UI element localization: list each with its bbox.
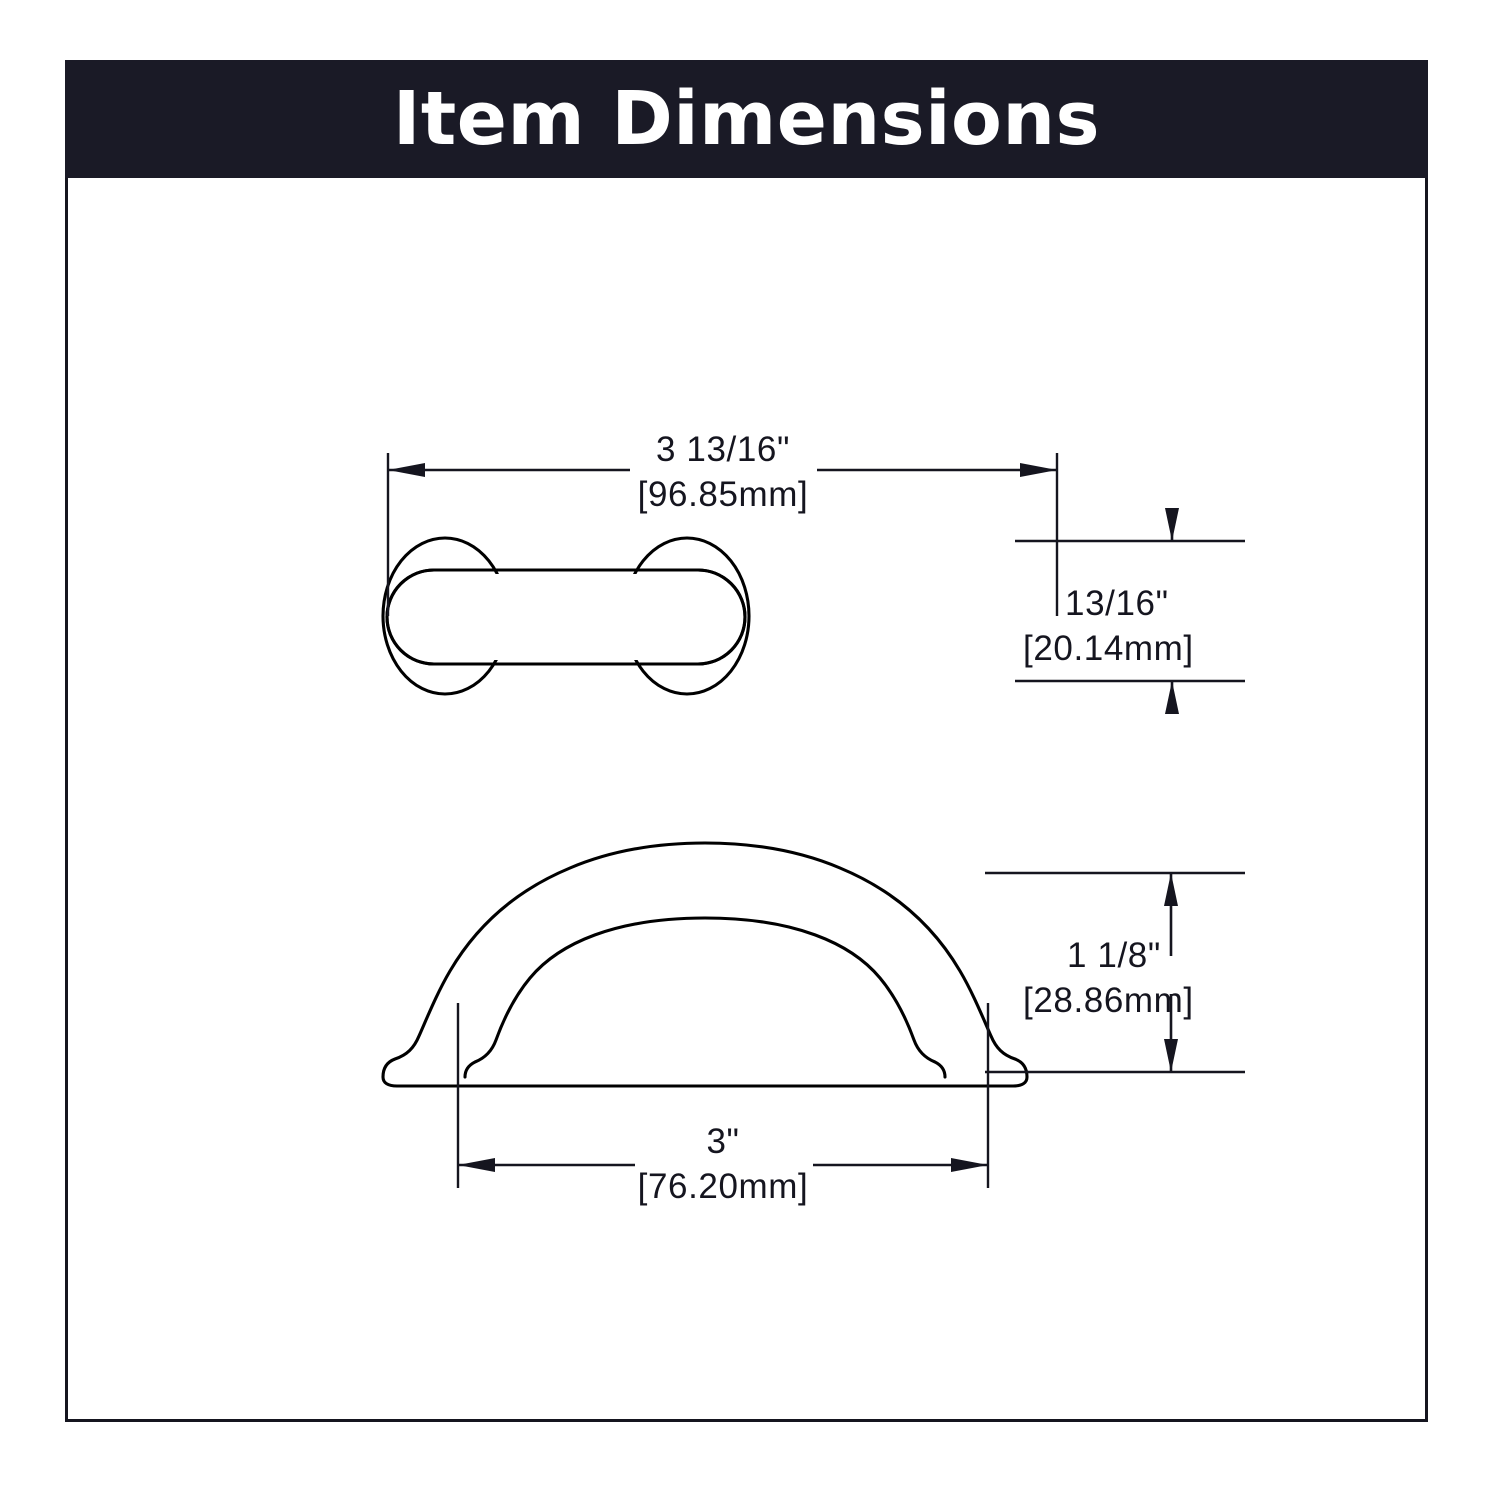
title-banner: Item Dimensions [65,60,1428,178]
dim-center-to-center-metric: [76.20mm] [638,1167,809,1206]
dim-center-to-center: 3" [76.20mm] [456,1003,990,1206]
side-profile-inner [463,916,947,1079]
page-title: Item Dimensions [392,76,1101,162]
arrowhead-right [951,1158,988,1172]
dim-projection-depth: 13/16" [20.14mm] [1015,508,1245,714]
arrowhead-top [1164,873,1178,906]
front-view-geometry [381,536,751,696]
dim-projection-imperial: 13/16" [1065,584,1169,623]
drawing-canvas: 3 13/16" [96.85mm] 13/16" [20.14mm] [381,430,1245,1206]
drawing-frame [65,60,1428,1422]
bar-interior-mask [410,574,722,660]
dim-overall-width: 3 13/16" [96.85mm] [386,430,1059,616]
technical-drawing: 3 13/16" [96.85mm] 13/16" [20.14mm] [65,178,1428,1422]
dim-center-to-center-imperial: 3" [706,1122,739,1161]
arrowhead-bottom [1164,1039,1178,1072]
dim-overall-width-metric: [96.85mm] [638,475,809,514]
arrowhead-left [458,1158,495,1172]
dim-projection-metric: [20.14mm] [1023,629,1194,668]
handle-bar-outline [385,568,747,666]
arrowhead-right [1020,463,1057,477]
side-profile-outer [381,841,1029,1088]
arrowhead-top [1165,508,1179,541]
arrowhead-bottom [1165,681,1179,714]
dim-overall-width-imperial: 3 13/16" [656,430,790,469]
dim-overall-height-imperial: 1 1/8" [1067,936,1161,975]
dim-overall-height: 1 1/8" [28.86mm] [985,871,1245,1074]
side-view-geometry [381,841,1029,1088]
dim-overall-height-metric: [28.86mm] [1023,981,1194,1020]
arrowhead-left [388,463,425,477]
